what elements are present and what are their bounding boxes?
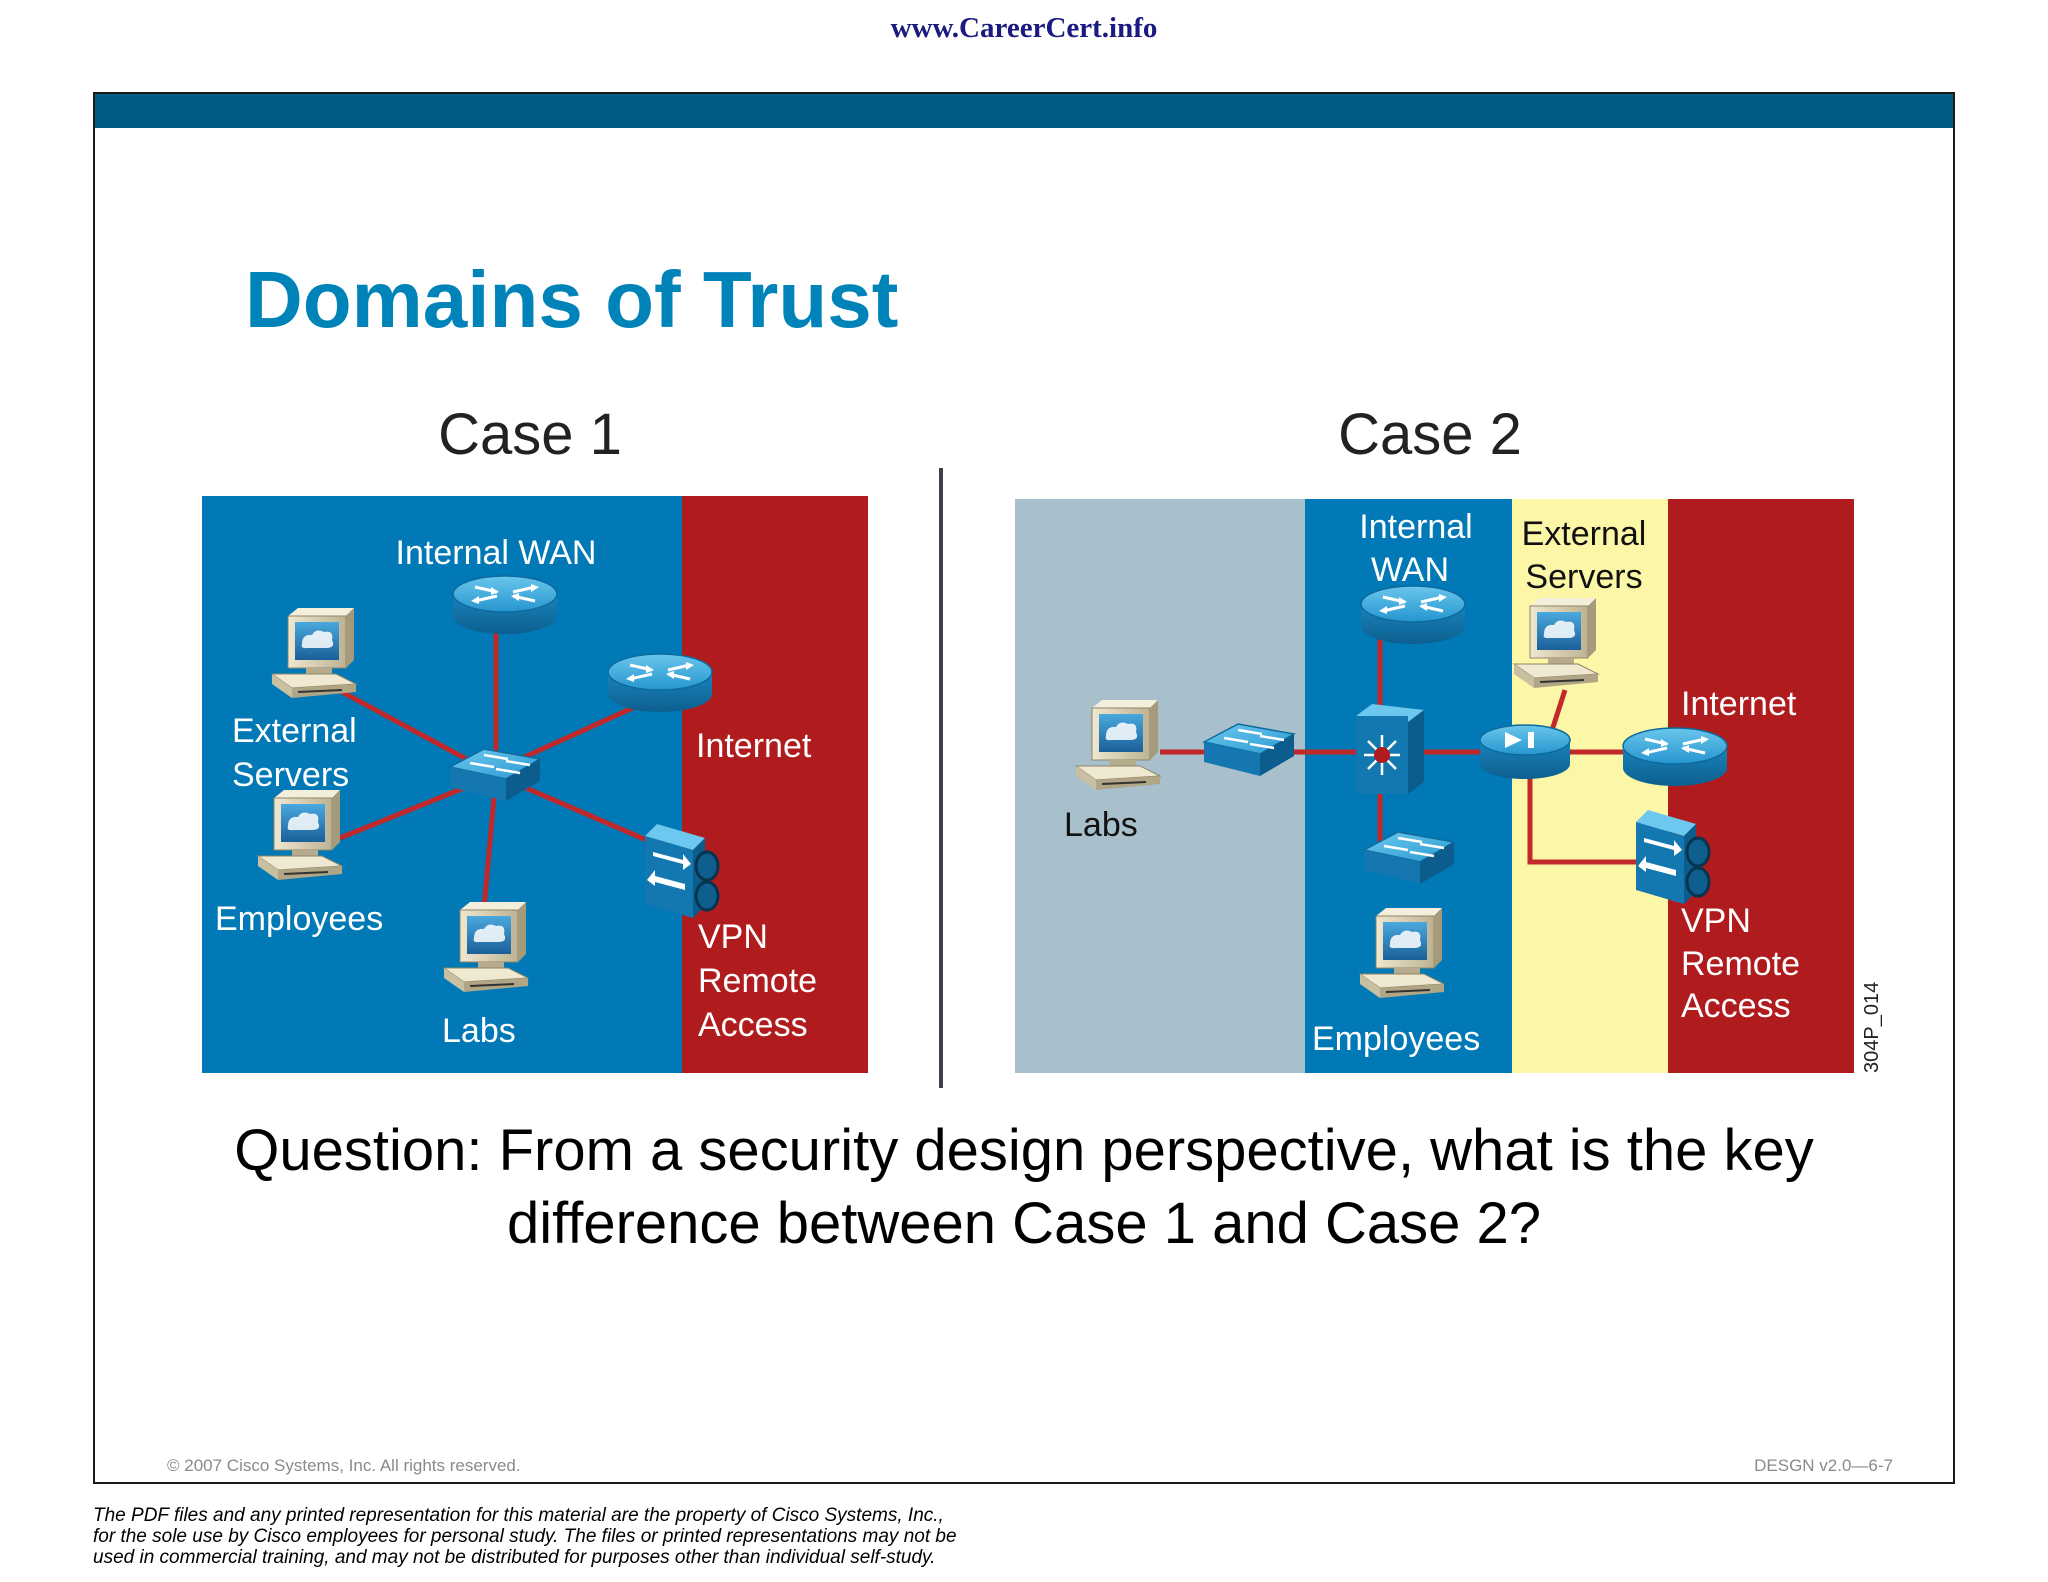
case1-label-vpn-1: VPN xyxy=(698,918,768,956)
case2-untrusted-zone xyxy=(1668,499,1854,1073)
case2-firewall-icon xyxy=(1479,724,1571,779)
case1-label-employees: Employees xyxy=(215,900,383,938)
case2-title: Case 2 xyxy=(1338,402,1522,467)
site-url[interactable]: www.CareerCert.info xyxy=(890,12,1158,44)
case2-label-labs: Labs xyxy=(1064,806,1138,844)
case1-label-internet: Internet xyxy=(696,727,812,765)
figure-id: 304P_014 xyxy=(1861,982,1883,1073)
case1-label-external-servers-1: External xyxy=(232,712,357,750)
case1-label-internal-wan: Internal WAN xyxy=(396,534,597,572)
case2-label-internal-wan-1: Internal xyxy=(1359,508,1472,546)
disclaimer-line-1: The PDF files and any printed representa… xyxy=(93,1505,944,1526)
case2-label-vpn-1: VPN xyxy=(1681,902,1751,940)
case1-title: Case 1 xyxy=(438,402,622,467)
case2-internal-wan-router-icon xyxy=(1359,584,1467,646)
case1-label-vpn-2: Remote xyxy=(698,962,817,1000)
case2-dmz-zone xyxy=(1512,499,1668,1073)
disclaimer-line-2: for the sole use by Cisco employees for … xyxy=(93,1526,957,1547)
case2-label-external-servers-1: External xyxy=(1522,515,1647,553)
disclaimer-line-3: used in commercial training, and may not… xyxy=(93,1547,936,1568)
case2-label-external-servers-2: Servers xyxy=(1525,558,1642,596)
case1-diagram: Internal WAN External Servers Employees … xyxy=(202,496,868,1073)
case1-label-external-servers-2: Servers xyxy=(232,756,349,794)
case2-multilayer-switch-icon xyxy=(1356,704,1424,794)
case2-labs-zone xyxy=(1015,499,1305,1073)
case2-label-internet: Internet xyxy=(1681,685,1797,723)
case2-label-internal-wan-2: WAN xyxy=(1371,551,1449,589)
case1-label-vpn-3: Access xyxy=(698,1006,808,1044)
case1-internet-router-icon xyxy=(606,652,714,714)
case2-label-employees: Employees xyxy=(1312,1020,1480,1058)
case2-internet-router-icon xyxy=(1621,726,1729,788)
case1-internal-wan-router-icon xyxy=(451,574,559,636)
case1-untrusted-zone xyxy=(682,496,868,1073)
case2-label-vpn-2: Remote xyxy=(1681,945,1800,983)
disclaimer: The PDF files and any printed representa… xyxy=(93,1505,1193,1568)
case1-trusted-zone xyxy=(202,496,682,1073)
case2-label-vpn-3: Access xyxy=(1681,987,1791,1025)
case2-diagram: Labs Internal WAN External Servers Inter… xyxy=(1015,499,1854,1073)
case1-label-labs: Labs xyxy=(442,1012,516,1050)
